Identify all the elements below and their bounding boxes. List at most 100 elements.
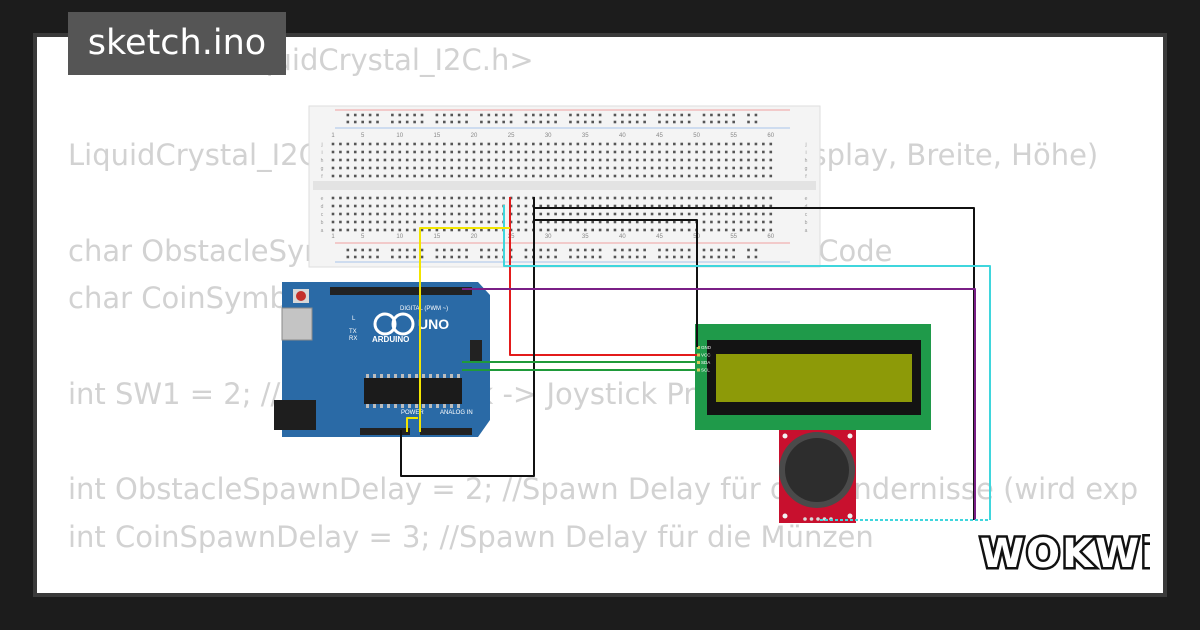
breadboard-hole — [621, 255, 624, 259]
breadboard-hole — [353, 248, 357, 252]
breadboard-hole — [717, 220, 721, 224]
breadboard-hole — [739, 174, 743, 178]
row-letter: e — [321, 196, 324, 202]
breadboard-hole — [450, 166, 454, 170]
breadboard-hole — [457, 220, 461, 224]
breadboard-hole — [762, 174, 765, 178]
breadboard-hole — [613, 174, 617, 178]
breadboard-hole — [569, 220, 572, 224]
breadboard-hole — [546, 166, 550, 170]
breadboard-hole — [368, 255, 372, 259]
breadboard-hole — [628, 142, 632, 146]
breadboard-hole — [576, 248, 580, 252]
breadboard-hole — [710, 174, 713, 178]
breadboard-hole — [732, 220, 735, 224]
breadboard-hole — [739, 204, 743, 208]
sketch-file-title[interactable]: sketch.ino — [68, 12, 286, 75]
breadboard-hole — [621, 150, 624, 154]
breadboard-hole — [331, 150, 335, 154]
reset-button[interactable] — [296, 291, 306, 301]
breadboard-hole — [524, 248, 528, 252]
breadboard-hole — [502, 150, 505, 154]
column-number: 55 — [730, 133, 737, 139]
breadboard-hole — [569, 166, 572, 170]
breadboard-hole — [561, 228, 565, 232]
breadboard-hole — [353, 166, 357, 170]
breadboard-hole — [658, 196, 661, 200]
joystick-knob-icon[interactable] — [785, 438, 849, 502]
breadboard-hole — [539, 158, 543, 162]
breadboard-hole — [710, 166, 713, 170]
breadboard-hole — [606, 174, 609, 178]
breadboard-hole — [739, 150, 743, 154]
breadboard-hole — [598, 248, 602, 252]
chip-pin — [387, 404, 390, 408]
breadboard-hole — [747, 248, 750, 252]
breadboard-hole — [724, 228, 728, 232]
breadboard-hole — [732, 212, 735, 216]
breadboard-hole — [502, 142, 505, 146]
breadboard-hole — [576, 158, 580, 162]
breadboard-hole — [339, 204, 342, 208]
mount-hole — [782, 433, 788, 439]
breadboard-hole — [762, 150, 765, 154]
breadboard-hole — [569, 174, 572, 178]
breadboard-hole — [376, 113, 379, 117]
breadboard-hole — [724, 120, 728, 124]
breadboard-hole — [472, 150, 476, 154]
column-number: 35 — [582, 234, 589, 240]
breadboard-hole — [487, 142, 491, 146]
breadboard-hole — [658, 142, 661, 146]
breadboard-hole — [368, 196, 372, 200]
breadboard-hole — [539, 174, 543, 178]
breadboard-hole — [598, 196, 602, 200]
row-letter: g — [805, 166, 808, 172]
breadboard-hole — [635, 196, 639, 200]
breadboard-hole — [346, 174, 350, 178]
breadboard-hole — [524, 120, 528, 124]
breadboard-hole — [687, 212, 691, 216]
breadboard-hole — [665, 228, 669, 232]
breadboard-hole — [472, 228, 476, 232]
breadboard-hole — [576, 196, 580, 200]
breadboard-hole — [569, 212, 572, 216]
breadboard-hole — [591, 142, 594, 146]
breadboard-hole — [472, 142, 476, 146]
breadboard-hole — [658, 158, 661, 162]
breadboard-hole — [420, 220, 424, 224]
joystick-pin — [816, 517, 820, 521]
breadboard-hole — [717, 228, 721, 232]
breadboard-hole — [710, 204, 713, 208]
breadboard-column-numbers: 1155101015152020252530303535404045455050… — [331, 133, 774, 240]
breadboard-hole — [598, 113, 602, 117]
breadboard-hole — [346, 142, 350, 146]
breadboard-hole — [450, 255, 454, 259]
breadboard-hole — [368, 248, 372, 252]
breadboard-hole — [628, 220, 632, 224]
breadboard-hole — [346, 120, 350, 124]
breadboard-hole — [598, 204, 602, 208]
breadboard-hole — [591, 204, 594, 208]
breadboard-hole — [494, 166, 498, 170]
wire-vcc — [509, 197, 697, 356]
breadboard-hole — [398, 120, 402, 124]
breadboard-hole — [710, 255, 713, 259]
breadboard-hole — [747, 166, 750, 170]
breadboard-hole — [724, 142, 728, 146]
breadboard-hole — [428, 228, 431, 232]
breadboard-hole — [494, 228, 498, 232]
breadboard-hole — [405, 228, 409, 232]
breadboard-hole — [598, 158, 602, 162]
breadboard-hole — [376, 166, 379, 170]
breadboard-hole — [621, 220, 624, 224]
row-letter: a — [321, 228, 324, 234]
breadboard-hole — [532, 142, 535, 146]
breadboard-hole — [754, 220, 758, 224]
breadboard-hole — [583, 158, 587, 162]
breadboard-hole — [606, 196, 609, 200]
breadboard-hole — [524, 196, 528, 200]
breadboard-hole — [650, 196, 654, 200]
breadboard-hole — [480, 174, 483, 178]
column-number: 10 — [396, 234, 403, 240]
breadboard-hole — [502, 166, 505, 170]
